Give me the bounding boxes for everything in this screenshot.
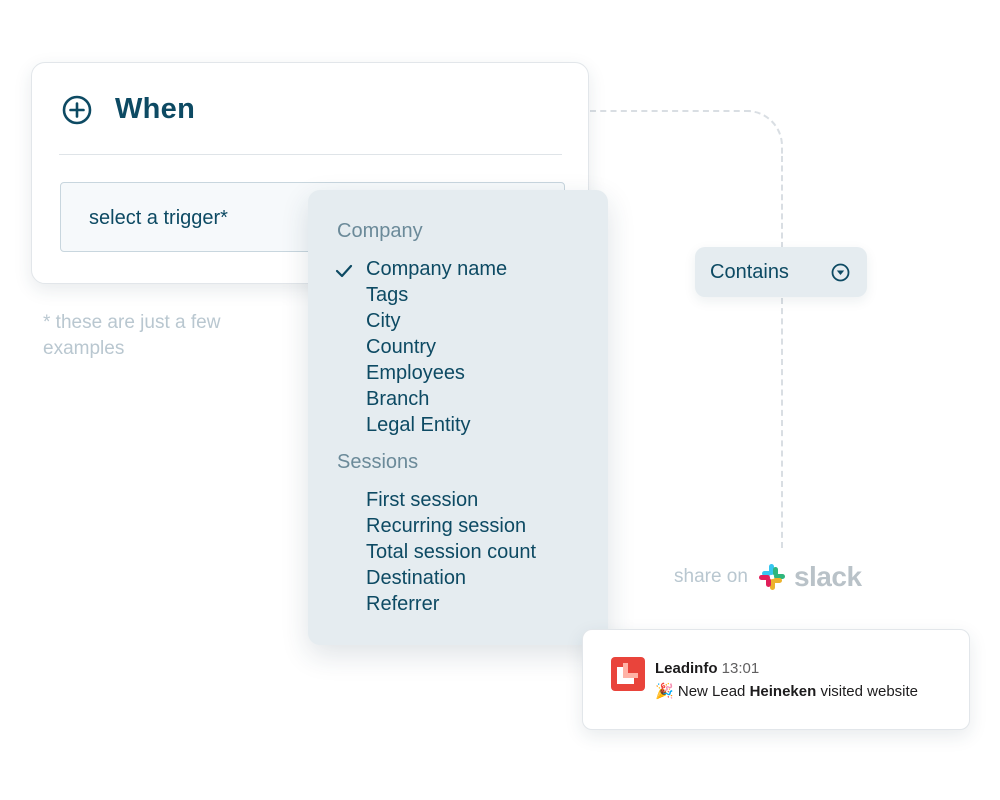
notification-app-name: Leadinfo (655, 660, 718, 677)
connector-line-vertical-bottom (781, 298, 783, 548)
trigger-dropdown-menu: Company Company name Tags City Country E… (308, 190, 608, 645)
menu-item-first-session[interactable]: First session (366, 489, 479, 511)
notification-message: 🎉 New Lead Heineken visited website (655, 682, 918, 700)
connector-line (590, 110, 750, 112)
operator-label: Contains (710, 261, 789, 283)
menu-item-recurring-session[interactable]: Recurring session (366, 515, 527, 537)
group-title-company: Company (337, 220, 423, 242)
slack-logo-icon (758, 564, 785, 590)
operator-select[interactable]: Contains (695, 247, 867, 297)
menu-item-employees[interactable]: Employees (366, 362, 465, 384)
menu-item-city[interactable]: City (366, 310, 401, 332)
menu-item-company-name[interactable]: Company name (366, 258, 508, 280)
when-header: When (62, 93, 195, 126)
menu-item-branch[interactable]: Branch (366, 388, 430, 410)
connector-corner (745, 110, 783, 160)
group-title-sessions: Sessions (337, 451, 419, 473)
message-company: Heineken (749, 683, 817, 700)
connector-line-vertical-top (781, 156, 783, 248)
slack-wordmark: slack (793, 561, 862, 592)
trigger-placeholder: select a trigger* (89, 207, 228, 229)
message-prefix: New Lead (677, 683, 746, 700)
when-title: When (115, 93, 196, 125)
share-on-slack: share on slack (674, 561, 862, 593)
chevron-down-circle-icon[interactable] (831, 263, 850, 282)
menu-item-tags[interactable]: Tags (366, 284, 409, 306)
menu-item-legal-entity[interactable]: Legal Entity (366, 414, 471, 436)
menu-item-total-session-count[interactable]: Total session count (366, 541, 537, 563)
plus-circle-icon[interactable] (62, 95, 92, 125)
menu-item-country[interactable]: Country (366, 336, 437, 358)
share-text: share on (674, 566, 748, 587)
message-suffix: visited website (820, 683, 918, 700)
leadinfo-logo-icon (611, 657, 645, 691)
party-emoji-icon: 🎉 (655, 683, 674, 700)
notification-header: Leadinfo 13:01 (655, 660, 759, 677)
menu-item-destination[interactable]: Destination (366, 567, 467, 589)
notification-time: 13:01 (721, 660, 760, 677)
check-icon (335, 264, 353, 278)
menu-item-referrer[interactable]: Referrer (366, 593, 440, 615)
divider (59, 154, 562, 155)
examples-note: * these are just a few examples (43, 312, 221, 359)
slack-notification[interactable]: Leadinfo 13:01 🎉 New Lead Heineken visit… (582, 629, 970, 730)
